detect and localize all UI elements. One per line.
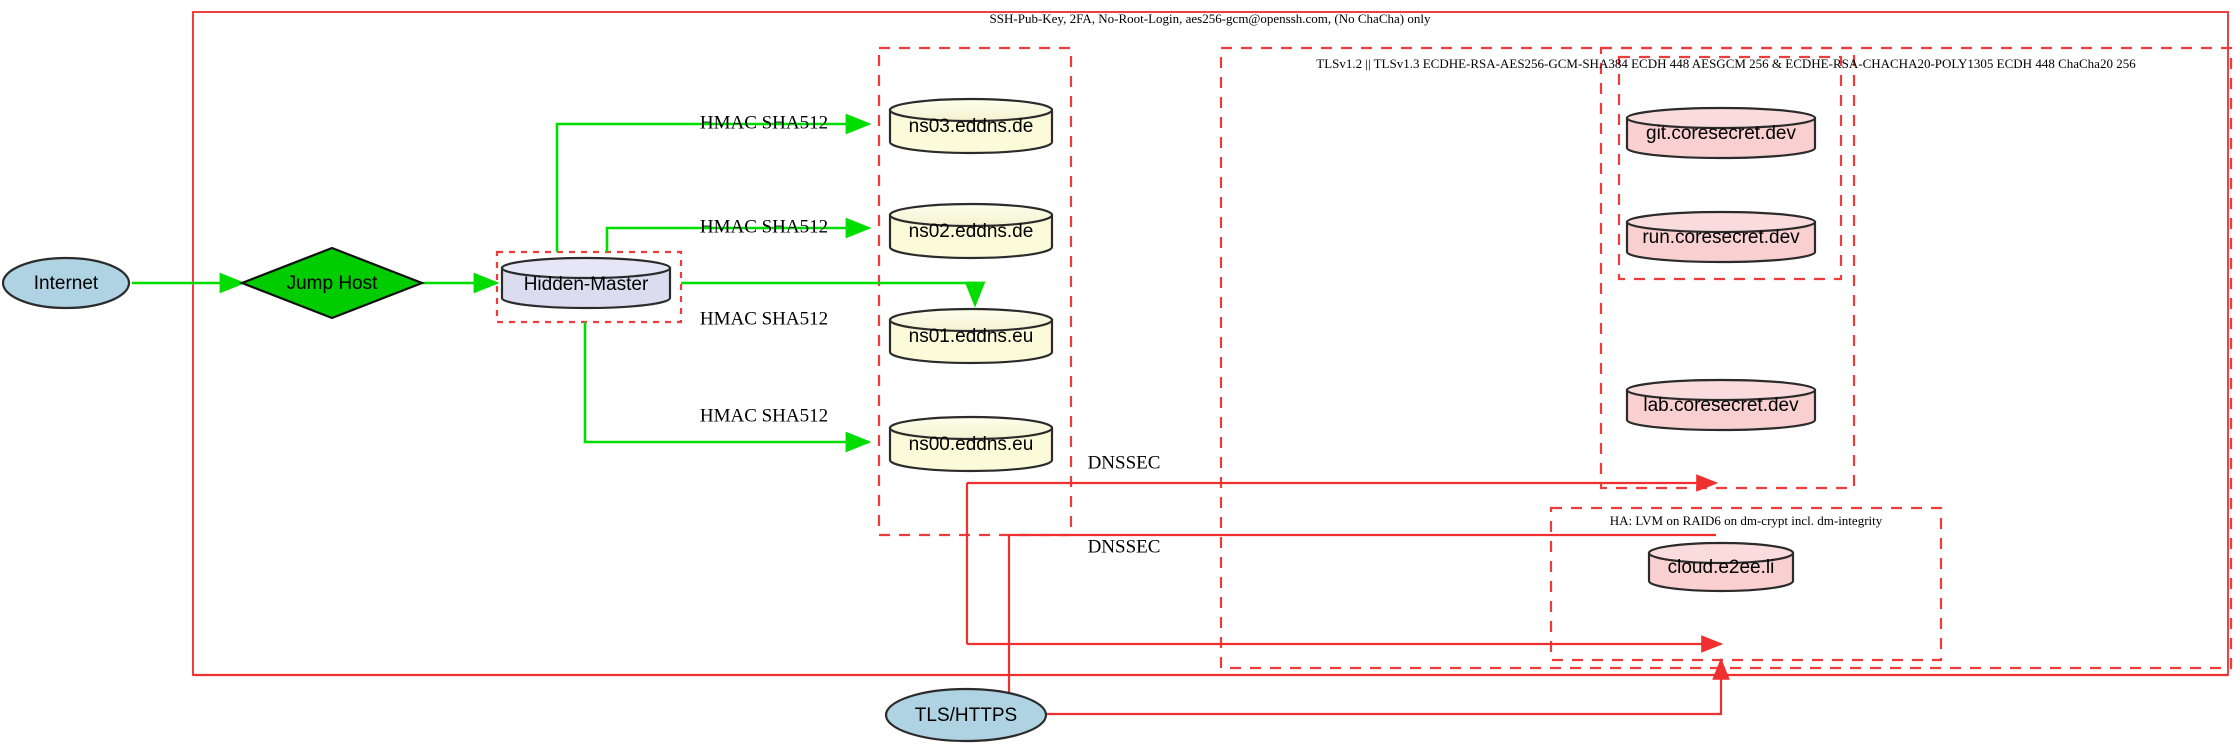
ns01-cylinder-body — [888, 318, 1054, 365]
edge-label-hmac-ns03: HMAC SHA512 — [700, 112, 828, 133]
lab-cylinder-top — [1625, 378, 1817, 402]
git-cylinder-top — [1625, 106, 1817, 130]
cluster-outer-ssh-label: SSH-Pub-Key, 2FA, No-Root-Login, aes256-… — [990, 11, 1431, 26]
node-ns03[interactable]: ns03.eddns.de — [888, 97, 1054, 155]
ns00-cylinder-top — [888, 415, 1054, 441]
node-tls-https-label: TLS/HTTPS — [915, 705, 1017, 726]
cluster-tls-group-label: TLSv1.2 || TLSv1.3 ECDHE-RSA-AES256-GCM-… — [1316, 56, 2136, 71]
edge-label-hmac-ns01: HMAC SHA512 — [700, 308, 828, 329]
cluster-core-group — [1599, 46, 1856, 490]
ns03-cylinder-top — [888, 97, 1054, 123]
node-cloud-label: cloud.e2ee.li — [1668, 557, 1775, 578]
tls-https-ellipse — [884, 687, 1048, 743]
ns02-cylinder-top — [888, 202, 1054, 228]
node-internet[interactable]: Internet — [1, 256, 131, 310]
node-hidden-master-label: Hidden-Master — [524, 274, 649, 295]
ns02-cylinder-body — [888, 213, 1054, 260]
edge-tls-https-to-cloud — [1043, 657, 1730, 716]
node-jump-host-label: Jump Host — [287, 273, 379, 294]
hidden-master-cylinder-top — [500, 256, 672, 280]
jump-host-diamond — [238, 246, 426, 320]
edge-hidden-master-to-ns02 — [605, 217, 872, 252]
node-run-label: run.coresecret.dev — [1642, 227, 1800, 248]
ns00-cylinder-body — [888, 426, 1054, 473]
node-hidden-master[interactable]: Hidden-Master — [500, 256, 672, 310]
ns01-cylinder-top — [888, 307, 1054, 333]
edge-label-hmac-ns02: HMAC SHA512 — [700, 216, 828, 237]
node-jump-host[interactable]: Jump Host — [238, 246, 426, 320]
node-run-coresecret-dev[interactable]: run.coresecret.dev — [1625, 210, 1817, 264]
node-ns02[interactable]: ns02.eddns.de — [888, 202, 1054, 260]
edge-label-dnssec-upper: DNSSEC — [1088, 452, 1161, 473]
node-lab-coresecret-dev[interactable]: lab.coresecret.dev — [1625, 378, 1817, 432]
edge-hidden-master-to-ns00 — [583, 322, 872, 453]
cluster-ha-group-label: HA: LVM on RAID6 on dm-crypt incl. dm-in… — [1610, 513, 1883, 528]
git-cylinder-body — [1625, 116, 1817, 160]
node-ns00-label: ns00.eddns.eu — [909, 434, 1034, 455]
node-ns01[interactable]: ns01.eddns.eu — [888, 307, 1054, 365]
run-cylinder-top — [1625, 210, 1817, 234]
ns03-cylinder-body — [888, 108, 1054, 155]
node-ns00[interactable]: ns00.eddns.eu — [888, 415, 1054, 473]
lab-cylinder-body — [1625, 388, 1817, 432]
node-git-coresecret-dev[interactable]: git.coresecret.dev — [1625, 106, 1817, 160]
cluster-outer-ssh — [192, 11, 2229, 676]
node-tls-https[interactable]: TLS/HTTPS — [884, 687, 1048, 743]
node-lab-label: lab.coresecret.dev — [1643, 395, 1799, 416]
cloud-cylinder-top — [1647, 541, 1795, 565]
run-cylinder-body — [1625, 220, 1817, 264]
edge-hidden-master-to-ns03 — [555, 113, 872, 252]
node-git-label: git.coresecret.dev — [1646, 123, 1796, 144]
edge-label-hmac-ns00: HMAC SHA512 — [700, 405, 828, 426]
hidden-master-cylinder-body — [500, 266, 672, 310]
node-internet-label: Internet — [34, 273, 99, 294]
node-ns03-label: ns03.eddns.de — [909, 116, 1034, 137]
cluster-dev-group — [1617, 55, 1843, 281]
edge-hidden-master-to-ns01 — [681, 281, 986, 308]
cluster-ha-group — [1549, 506, 1943, 662]
internet-ellipse — [1, 256, 131, 310]
node-cloud-e2ee-li[interactable]: cloud.e2ee.li — [1647, 541, 1795, 593]
node-ns02-label: ns02.eddns.de — [909, 221, 1034, 242]
edge-label-dnssec-lower: DNSSEC — [1088, 536, 1161, 557]
node-ns01-label: ns01.eddns.eu — [909, 326, 1034, 347]
